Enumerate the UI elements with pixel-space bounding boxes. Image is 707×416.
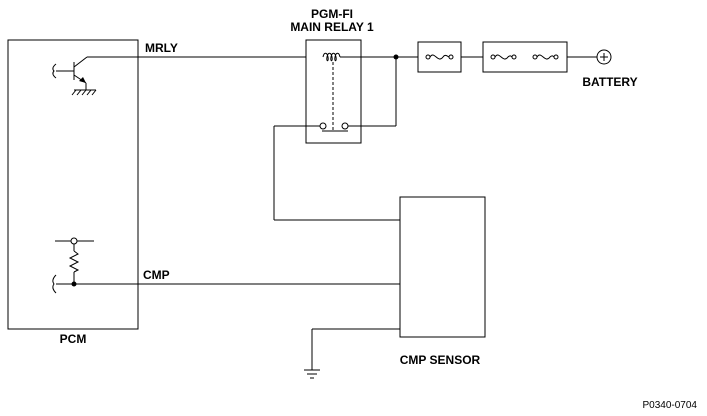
mrly-label: MRLY [145,41,178,55]
cmp-sensor-label: CMP SENSOR [400,353,481,367]
relay-coil-icon [322,52,361,62]
pcm-input-symbol [52,274,74,294]
transistor-symbol [52,56,88,90]
battery-label: BATTERY [582,75,637,89]
pcm-box [7,39,139,330]
figure-id: P0340-0704 [643,400,698,411]
cmp-sensor-box [399,196,486,338]
fuse-icon [417,41,462,73]
cmp-signal-wire [71,281,400,287]
cmp-label: CMP [143,268,170,282]
relay-title-line2: MAIN RELAY 1 [290,20,374,34]
sensor-ground-wire [311,328,400,370]
pcm-label: PCM [60,332,87,346]
resistor-icon [55,237,94,284]
pcm-ground-icon [71,89,97,96]
ground-icon [304,369,320,379]
fuse-double-icon [482,41,568,73]
battery-feed-wire [348,54,597,127]
sensor-power-wire [273,125,400,221]
relay-title-line1: PGM-FI [311,7,353,21]
battery-icon [596,49,612,65]
